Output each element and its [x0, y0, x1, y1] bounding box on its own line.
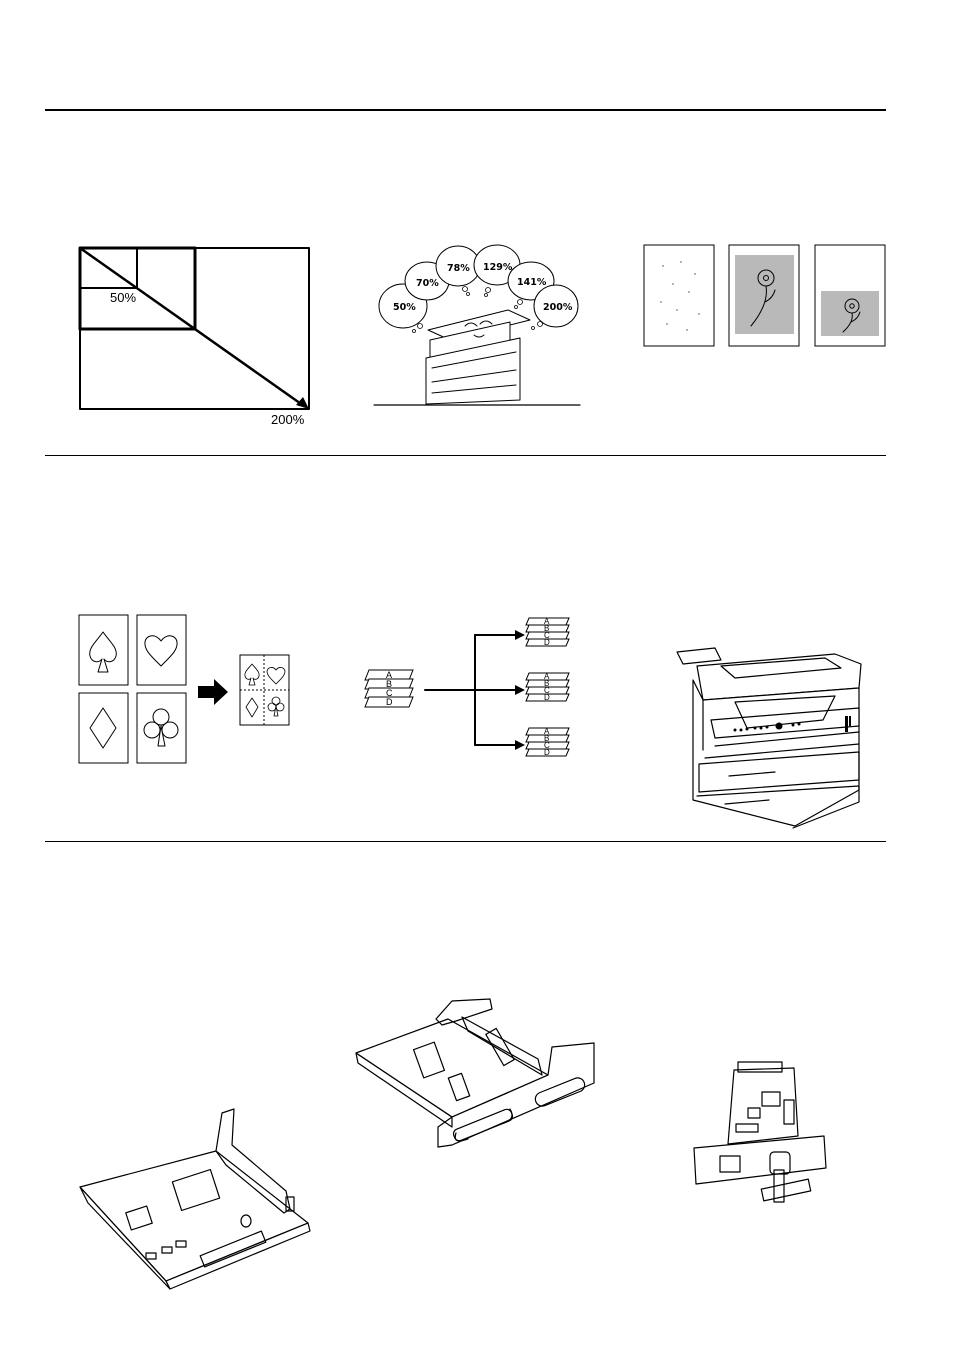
network-card-illustration: [690, 1060, 830, 1218]
sort-input-stack: A B C D: [365, 670, 413, 707]
sort-input-d: D: [386, 697, 393, 707]
zoom-max-label: 200%: [271, 412, 305, 427]
original-type-samples: [643, 244, 888, 349]
zoom-preset-78: 78%: [447, 263, 470, 274]
zoom-range-diagram: 50% 200%: [70, 240, 320, 440]
zoom-min-label: 50%: [110, 290, 136, 305]
combine-mode-diagram: [78, 614, 296, 766]
zoom-preset-200: 200%: [543, 302, 573, 313]
sort-output-3-d: D: [544, 748, 550, 757]
zoom-preset-141: 141%: [517, 277, 547, 288]
zoom-preset-50: 50%: [393, 302, 416, 313]
sort-output-stack-1: A B C D: [526, 617, 569, 647]
zoom-preset-70: 70%: [416, 278, 439, 289]
section-divider-1: [45, 455, 886, 456]
sort-output-2-d: D: [544, 693, 550, 702]
sort-output-1-d: D: [544, 638, 550, 647]
preset-zoom-illustration: 50% 70% 78% 129% 141% 200%: [370, 240, 585, 410]
top-rule: [45, 109, 886, 111]
zoom-preset-129: 129%: [483, 262, 513, 273]
copier-illustration: [675, 640, 870, 835]
section-divider-2: [45, 841, 886, 842]
sort-mode-diagram: A B C D A B C D A B C D: [355, 608, 595, 768]
sort-output-stack-2: A B C D: [526, 672, 569, 702]
sort-output-stack-3: A B C D: [526, 727, 569, 757]
printer-board-illustration: [76, 1105, 316, 1295]
hard-disk-board-illustration: [352, 995, 602, 1155]
